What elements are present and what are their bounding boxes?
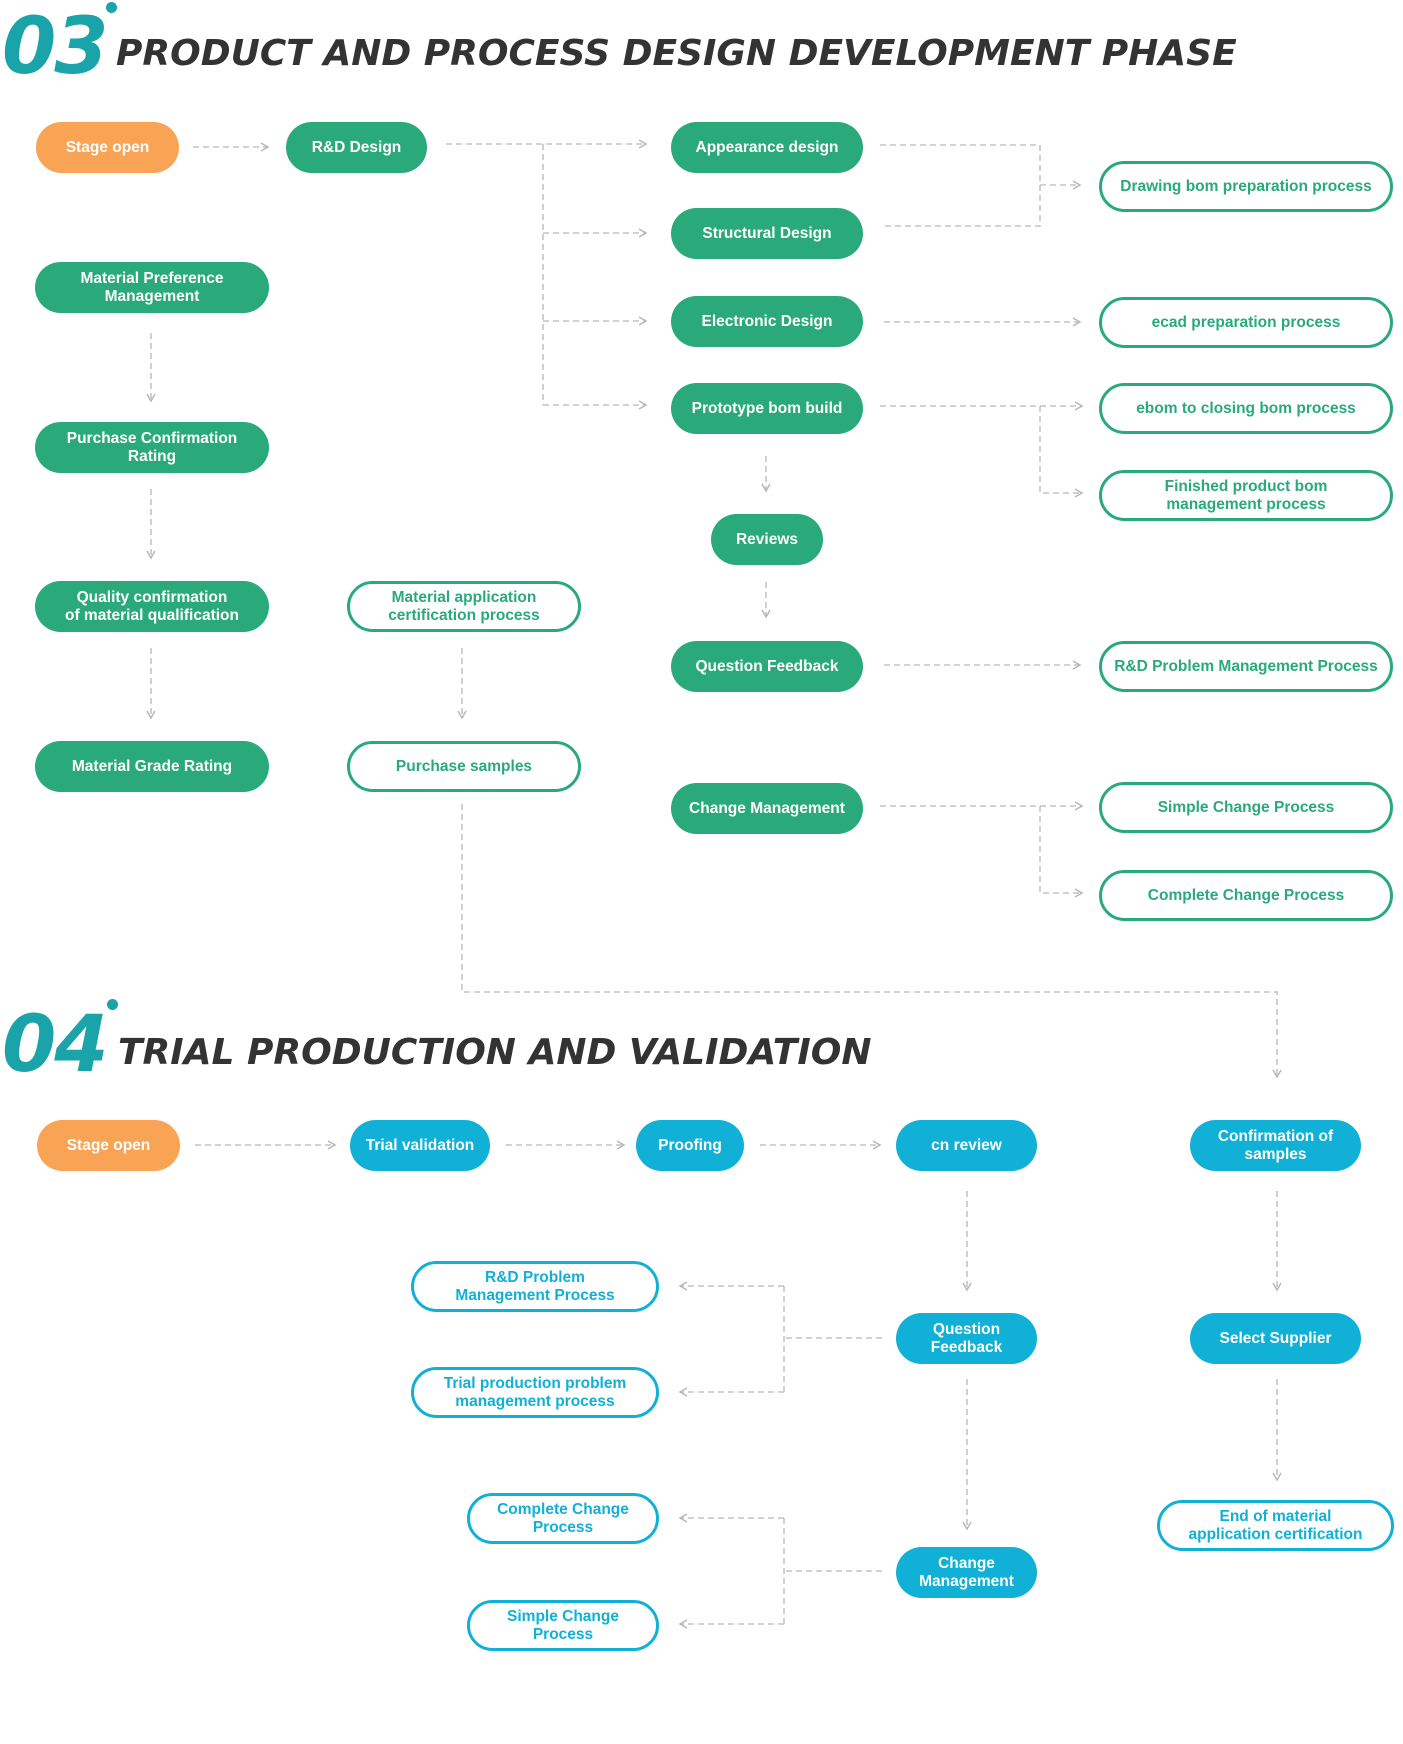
p3-rd-design[interactable]: R&D Design <box>286 122 427 173</box>
p3-purchase-confirmation[interactable]: Purchase Confirmation Rating <box>35 422 269 473</box>
p3-material-application[interactable]: Material application certification proce… <box>347 581 581 632</box>
p3-quality-confirmation[interactable]: Quality confirmation of material qualifi… <box>35 581 269 632</box>
p3-rd-problem-process[interactable]: R&D Problem Management Process <box>1099 641 1393 692</box>
p4-simple-change-process[interactable]: Simple Change Process <box>467 1600 659 1651</box>
p3-complete-change-process[interactable]: Complete Change Process <box>1099 870 1393 921</box>
p4-end-material-certification[interactable]: End of material application certificatio… <box>1157 1500 1394 1551</box>
p4-proofing[interactable]: Proofing <box>636 1120 744 1171</box>
phase-03-title: PRODUCT AND PROCESS DESIGN DEVELOPMENT P… <box>116 33 1237 74</box>
p3-prototype-bom-build[interactable]: Prototype bom build <box>671 383 863 434</box>
p4-trial-validation[interactable]: Trial validation <box>350 1120 490 1171</box>
p4-confirmation-of-samples[interactable]: Confirmation of samples <box>1190 1120 1361 1171</box>
p3-structural-design[interactable]: Structural Design <box>671 208 863 259</box>
p4-cn-review[interactable]: cn review <box>896 1120 1037 1171</box>
p4-change-management[interactable]: Change Management <box>896 1547 1037 1598</box>
phase-04-number: 04 <box>2 1000 109 1090</box>
p3-material-preference[interactable]: Material Preference Management <box>35 262 269 313</box>
p3-simple-change-process[interactable]: Simple Change Process <box>1099 782 1393 833</box>
p4-trial-problem-process[interactable]: Trial production problem management proc… <box>411 1367 659 1418</box>
p3-drawing-bom-process[interactable]: Drawing bom preparation process <box>1099 161 1393 212</box>
phase-04-dot <box>107 999 118 1010</box>
phase-03-dot <box>106 2 117 13</box>
p3-question-feedback[interactable]: Question Feedback <box>671 641 863 692</box>
p3-material-grade[interactable]: Material Grade Rating <box>35 741 269 792</box>
p4-select-supplier[interactable]: Select Supplier <box>1190 1313 1361 1364</box>
p3-appearance-design[interactable]: Appearance design <box>671 122 863 173</box>
p3-purchase-samples[interactable]: Purchase samples <box>347 741 581 792</box>
p3-change-management[interactable]: Change Management <box>671 783 863 834</box>
phase-03-number: 03 <box>2 2 109 92</box>
p3-ecad-preparation-process[interactable]: ecad preparation process <box>1099 297 1393 348</box>
p3-stage-open[interactable]: Stage open <box>36 122 179 173</box>
p4-question-feedback[interactable]: Question Feedback <box>896 1313 1037 1364</box>
phase-04-title: TRIAL PRODUCTION AND VALIDATION <box>118 1032 872 1073</box>
p4-rd-problem-process[interactable]: R&D Problem Management Process <box>411 1261 659 1312</box>
p4-complete-change-process[interactable]: Complete Change Process <box>467 1493 659 1544</box>
p3-ebom-closing-process[interactable]: ebom to closing bom process <box>1099 383 1393 434</box>
p3-finished-bom-process[interactable]: Finished product bom management process <box>1099 470 1393 521</box>
p3-electronic-design[interactable]: Electronic Design <box>671 296 863 347</box>
p4-stage-open[interactable]: Stage open <box>37 1120 180 1171</box>
p3-reviews[interactable]: Reviews <box>711 514 823 565</box>
